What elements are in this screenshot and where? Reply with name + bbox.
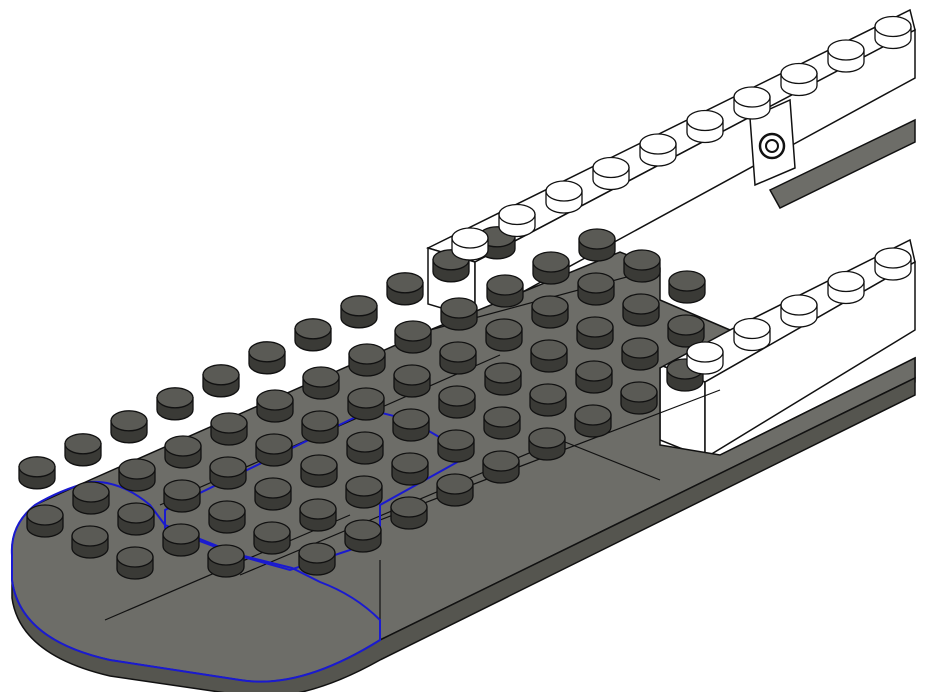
plate-stud: [257, 390, 293, 422]
plate-stud: [484, 407, 520, 439]
brick-stud: [734, 87, 770, 119]
plate-stud: [254, 522, 290, 554]
brick-stud: [828, 272, 864, 304]
plate-stud: [301, 455, 337, 487]
plate-stud: [73, 482, 109, 514]
plate-stud: [300, 499, 336, 531]
plate-stud: [118, 503, 154, 535]
plate-stud: [303, 367, 339, 399]
plate-stud: [299, 543, 335, 575]
plate-stud: [622, 338, 658, 370]
plate-stud: [165, 436, 201, 468]
brick-stud: [593, 158, 629, 190]
plate-stud: [487, 275, 523, 307]
plate-stud: [341, 296, 377, 328]
plate-stud: [256, 434, 292, 466]
brick-stud: [452, 228, 488, 260]
brick-stud: [499, 205, 535, 237]
plate-stud: [576, 361, 612, 393]
plate-stud: [394, 365, 430, 397]
plate-stud: [249, 342, 285, 374]
plate-stud: [203, 365, 239, 397]
plate-stud: [575, 405, 611, 437]
plate-stud: [255, 478, 291, 510]
plate-stud: [439, 386, 475, 418]
plate-stud: [211, 413, 247, 445]
plate-stud: [437, 474, 473, 506]
plate-stud: [19, 457, 55, 489]
plate-stud: [440, 342, 476, 374]
plate-stud: [441, 298, 477, 330]
plate-stud: [157, 388, 193, 420]
plate-stud: [347, 432, 383, 464]
plate-stud: [119, 459, 155, 491]
brick-stud: [875, 17, 911, 49]
plate-stud: [579, 229, 615, 261]
plate-stud: [209, 501, 245, 533]
brick-stud: [875, 248, 911, 280]
plate-stud: [349, 344, 385, 376]
plate-stud: [623, 294, 659, 326]
plate-stud: [163, 524, 199, 556]
brick-stud: [781, 64, 817, 96]
brick-stud: [828, 40, 864, 72]
plate-stud: [27, 505, 63, 537]
plate-stud: [533, 252, 569, 284]
plate-stud: [483, 451, 519, 483]
plate-stud: [391, 497, 427, 529]
plate-stud: [345, 520, 381, 552]
plate-stud: [117, 547, 153, 579]
brick-stud: [687, 111, 723, 143]
plate-stud: [392, 453, 428, 485]
brick-stud: [734, 319, 770, 351]
plate-stud: [208, 545, 244, 577]
brick-stud: [781, 295, 817, 327]
plate-stud: [621, 382, 657, 414]
plate-stud: [532, 296, 568, 328]
plate-stud: [530, 384, 566, 416]
plate-stud: [669, 271, 705, 303]
plate-stud: [302, 411, 338, 443]
plate-stud: [529, 428, 565, 460]
plate-stud: [486, 319, 522, 351]
plate-stud: [295, 319, 331, 351]
plate-stud: [531, 340, 567, 372]
brick-stud: [640, 134, 676, 166]
plate-stud: [438, 430, 474, 462]
plate-stud: [393, 409, 429, 441]
plate-stud: [72, 526, 108, 558]
brick-stud: [687, 342, 723, 374]
plate-stud: [65, 434, 101, 466]
plate-stud: [577, 317, 613, 349]
plate-stud: [164, 480, 200, 512]
plate-stud: [348, 388, 384, 420]
plate-stud: [346, 476, 382, 508]
plate-stud: [624, 250, 660, 282]
plate-stud: [395, 321, 431, 353]
brick-stud: [546, 181, 582, 213]
plate-stud: [578, 273, 614, 305]
plate-stud: [485, 363, 521, 395]
plate-stud: [111, 411, 147, 443]
plate-stud: [387, 273, 423, 305]
plate-stud: [210, 457, 246, 489]
